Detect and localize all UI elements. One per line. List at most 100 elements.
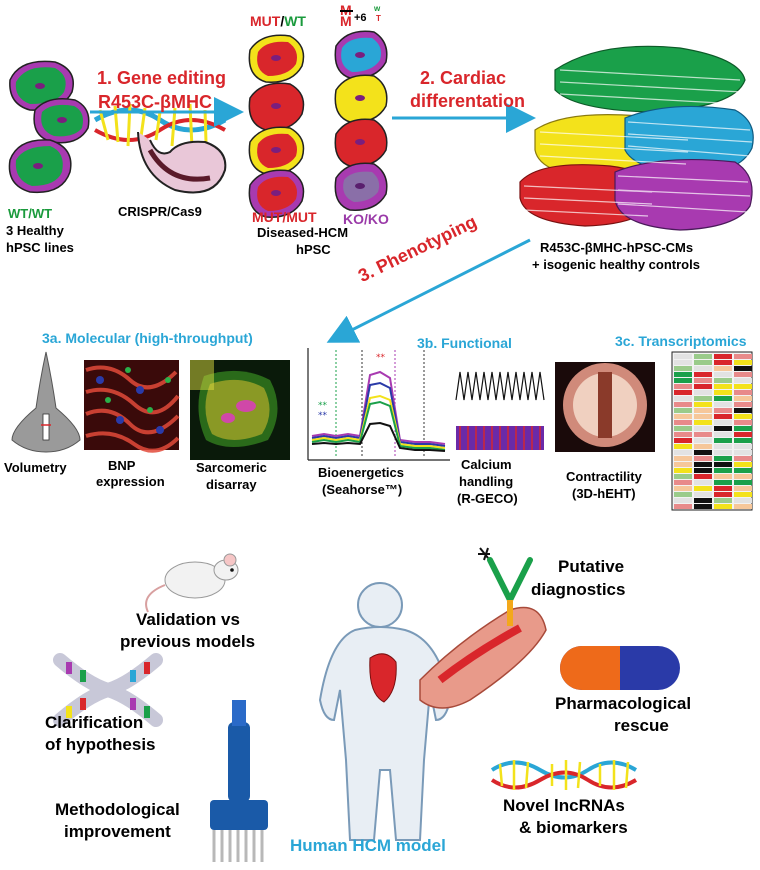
formula-sub: T [376,14,381,23]
mouse-icon [145,553,239,613]
heatmap-cell [734,402,752,407]
pill-icon [560,646,680,690]
heatmap-cell [674,480,692,485]
heatmap-cell [734,354,752,359]
heatmap-cell [714,408,732,413]
wt-text: WT [284,13,306,29]
step2-label-2: differentation [410,91,525,111]
wt-cell-2 [33,98,90,144]
heatmap-cell [674,504,692,509]
bioenergetics-label-1: Bioenergetics [318,465,404,480]
section-transcriptomics: 3c. Transcriptomics [615,333,747,349]
heatmap-cell [694,504,712,509]
clarification-label-1: Clarification [45,713,144,732]
lnc-label-2: & biomarkers [519,818,628,837]
heatmap-cell [714,486,732,491]
antibody-icon [478,547,533,626]
heatmap-cell [694,498,712,503]
heatmap-cell [694,360,712,365]
heatmap-cell [714,504,732,509]
formula-bottom: M [340,13,352,29]
ko-ko-label: KO/KO [343,211,389,227]
heatmap-cell [694,390,712,395]
calcium-label-2: handling [459,474,514,489]
heatmap-cell [674,468,692,473]
heatmap-cell [714,456,732,461]
volumetry-label: Volumetry [4,460,67,475]
heatmap-cell [694,432,712,437]
calcium-label-1: Calcium [461,457,512,472]
wt-genotype: WT/WT [8,206,53,221]
heatmap-cell [734,420,752,425]
heatmap-cell [674,492,692,497]
heatmap-cell [694,462,712,467]
heatmap-cell [714,426,732,431]
heatmap-cell [674,450,692,455]
heatmap-cell [734,468,752,473]
mutation-label: R453C-βMHC [98,92,213,112]
heatmap-cell [694,396,712,401]
clarification-label-2: of hypothesis [45,735,156,754]
mut-wt-label: MUT/WT [250,13,306,29]
heatmap-cell [714,444,732,449]
heatmap-cell [674,426,692,431]
heatmap-cell [674,372,692,377]
heatmap-cell [694,372,712,377]
cm-label-2: + isogenic healthy controls [532,257,700,272]
heatmap-cell [734,414,752,419]
svg-text:**: ** [318,401,328,411]
lnc-label-1: Novel lncRNAs [503,796,625,815]
heatmap-cell [714,414,732,419]
heatmap-cell [734,480,752,485]
pharm-label-2: rescue [614,716,669,735]
wt-cell-3 [8,139,72,194]
formula-tail: +6 [354,12,367,24]
wt-genotype-label: WT/WT [8,206,53,222]
heatmap-cell [694,492,712,497]
heatmap-cell [694,420,712,425]
bnp-label-2: expression [96,474,165,489]
heatmap-cell [734,408,752,413]
heatmap-cell [694,444,712,449]
bnp-label-1: BNP [108,458,136,473]
heatmap-cell [734,396,752,401]
heatmap-cell [714,396,732,401]
heatmap-cell [734,366,752,371]
crispr-label: CRISPR/Cas9 [118,204,202,219]
section-molecular: 3a. Molecular (high-throughput) [42,330,253,346]
heatmap-cell [734,492,752,497]
heatmap-cell [714,372,732,377]
mut-wt-separator: / [280,13,285,29]
diseased-label-2: hPSC [296,242,331,257]
heatmap-cell [674,420,692,425]
chromosome-icon [53,653,163,727]
heatmap-cell [694,408,712,413]
heatmap-cell [714,498,732,503]
heatmap-cell [694,354,712,359]
section-functional: 3b. Functional [417,335,512,351]
heatmap-cell [714,360,732,365]
heatmap-cell [714,390,732,395]
heatmap-cell [714,378,732,383]
heatmap-cell [674,456,692,461]
heatmap-cell [674,486,692,491]
heart-vessel-icon [419,606,547,709]
heatmap-cell [674,384,692,389]
contractility-label-2: (3D-hEHT) [572,486,636,501]
heatmap-cell [694,480,712,485]
diagnostics-label-1: Putative [558,557,625,576]
step1-label: 1. Gene editing [97,68,227,88]
cardiomyocyte-tissue [519,45,754,231]
heatmap-cell [734,378,752,383]
svg-text:**: ** [376,353,386,363]
sarcomeric-label-2: disarray [206,477,257,492]
heatmap-cell [734,360,752,365]
heatmap-cell [714,354,732,359]
heatmap-cell [734,426,752,431]
bioenergetics-label-2: (Seahorse™) [322,482,403,497]
heatmap-cell [694,456,712,461]
heatmap-cell [674,474,692,479]
heatmap-cell [734,474,752,479]
